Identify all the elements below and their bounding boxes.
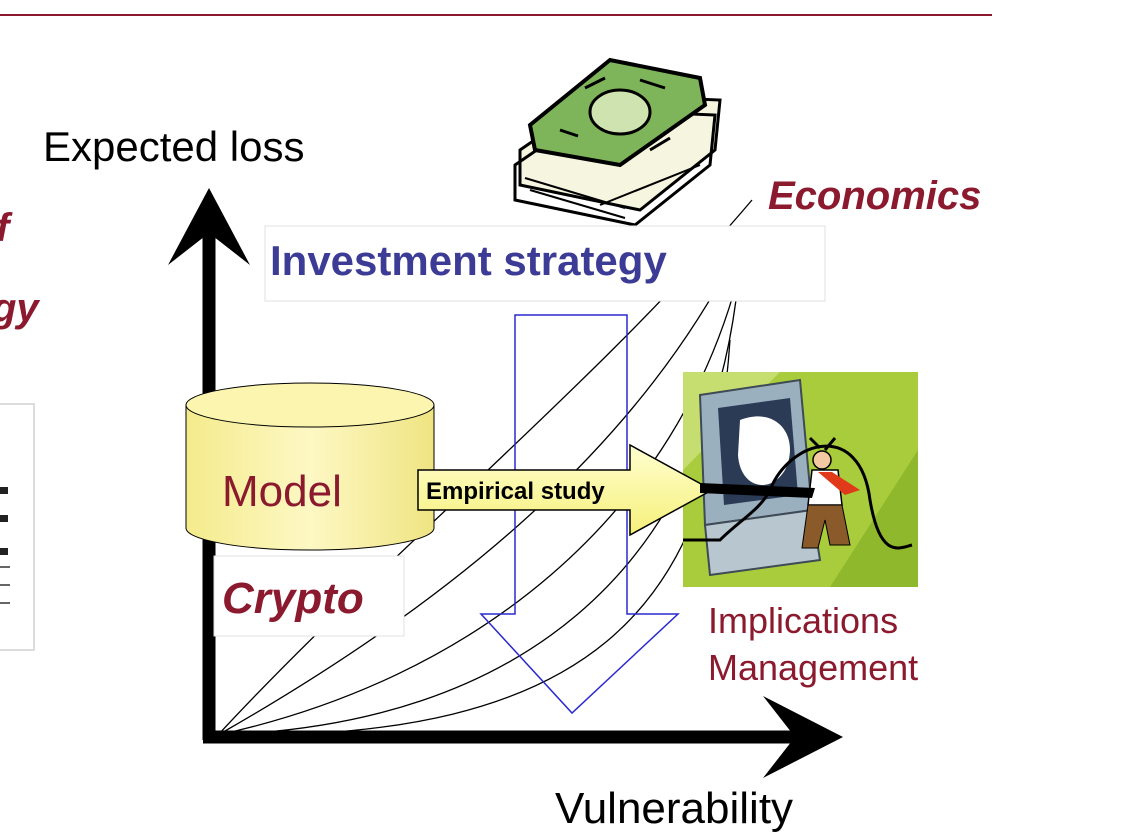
economics-label: Economics	[768, 174, 982, 218]
crypto-label: Crypto	[222, 574, 364, 623]
crypto-box	[213, 555, 405, 637]
strategy-down-arrow	[479, 314, 680, 715]
left-card-fragment	[0, 403, 35, 651]
axes	[168, 188, 843, 778]
x-axis-label: Vulnerability	[555, 784, 794, 833]
frustrated-user-computer-icon	[683, 372, 918, 587]
y-axis-label: Expected loss	[43, 123, 305, 170]
pointer-bar	[700, 483, 815, 498]
investment-box	[264, 225, 826, 302]
management-label: Management	[708, 647, 919, 688]
model-cylinder	[185, 382, 435, 551]
money-stack-icon	[513, 57, 722, 227]
left-fragment-bottom: gy	[0, 286, 39, 330]
empirical-callout-arrow	[417, 443, 714, 537]
left-fragment-top: f	[0, 208, 9, 248]
implications-label: Implications	[708, 600, 899, 641]
empirical-study-label: Empirical study	[426, 478, 605, 505]
investment-strategy-label: Investment strategy	[270, 237, 667, 284]
model-label: Model	[222, 467, 342, 516]
